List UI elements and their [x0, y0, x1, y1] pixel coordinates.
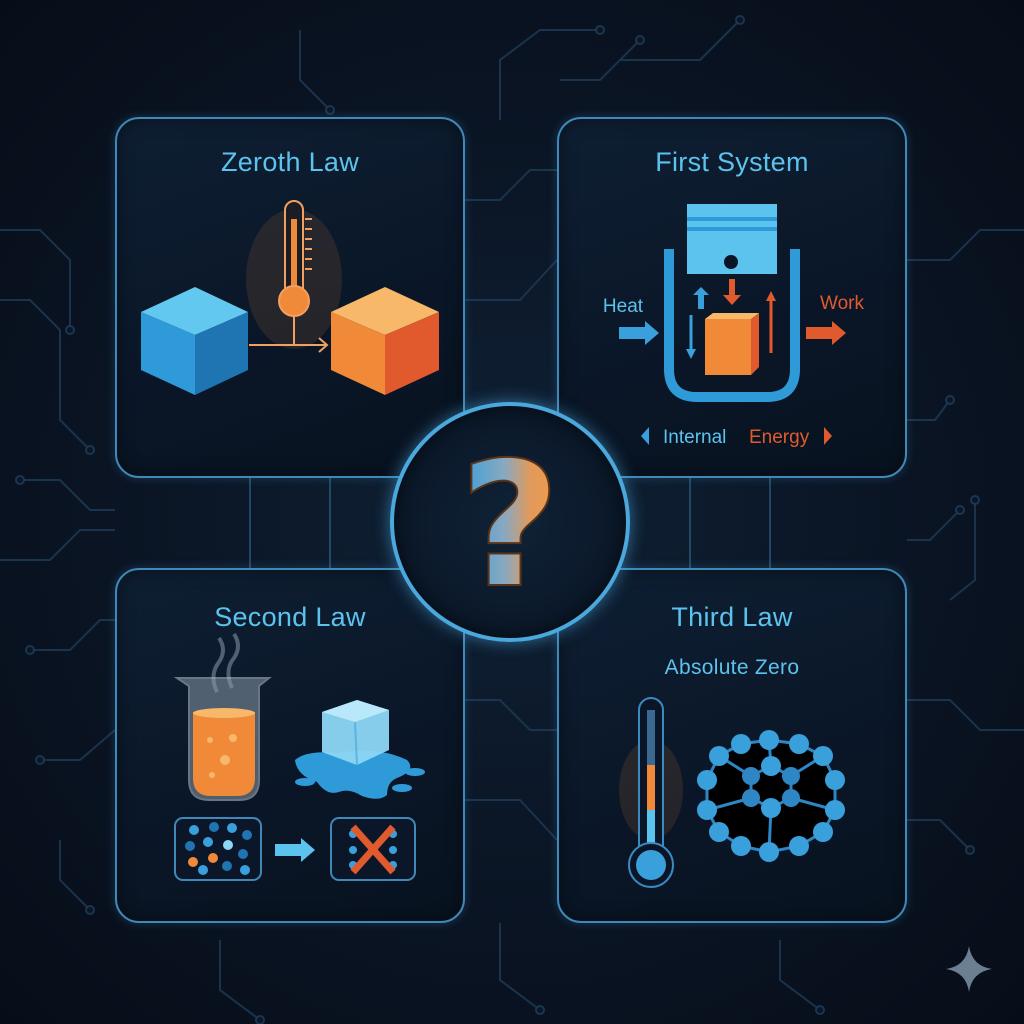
heat-arrow-icon	[619, 321, 659, 345]
chevron-left-icon	[641, 427, 649, 445]
cross-icon	[350, 824, 396, 875]
panel-title: Second Law	[214, 602, 366, 632]
panel-title: Third Law	[671, 602, 793, 632]
ordered-particles-crossed-icon	[330, 817, 416, 881]
heat-label: Heat	[603, 296, 644, 317]
melting-ice-icon	[295, 700, 425, 799]
work-label: Work	[820, 293, 864, 314]
orange-cube-icon	[331, 287, 439, 395]
panel-second-law: Second Law	[115, 568, 465, 923]
panel-third-law: Third Law Absolute Zero	[557, 568, 907, 923]
center-question-badge: ?	[390, 402, 630, 642]
beaker-icon	[173, 677, 272, 801]
internal-arrows-icon	[686, 279, 776, 359]
blue-cube-icon	[141, 287, 248, 395]
panel-zeroth-law: Zeroth Law	[115, 117, 465, 478]
work-arrow-icon	[806, 321, 846, 345]
arrow-right-icon	[275, 838, 315, 862]
piston-cylinder-icon	[664, 204, 800, 402]
orange-cube-icon	[705, 313, 759, 375]
chevron-right-icon	[824, 427, 832, 445]
question-mark-icon: ?	[459, 425, 562, 627]
panel-title: First System	[655, 147, 809, 177]
internal-energy-label: Internal Energy	[641, 427, 832, 448]
panel-first-system: First System Heat Work	[557, 117, 907, 478]
arrow-right-icon	[249, 337, 329, 353]
disordered-particles-icon	[174, 817, 262, 881]
thermometer-icon	[246, 200, 342, 349]
svg-text:Internal: Internal	[663, 427, 726, 448]
sparkle-icon	[946, 946, 992, 992]
svg-text:?: ?	[461, 427, 560, 625]
svg-text:Energy: Energy	[749, 427, 810, 448]
panel-subtitle: Absolute Zero	[664, 656, 800, 679]
panel-title: Zeroth Law	[220, 147, 360, 177]
fullerene-molecule-icon	[697, 730, 845, 862]
thermometer-cold-icon	[619, 697, 683, 888]
